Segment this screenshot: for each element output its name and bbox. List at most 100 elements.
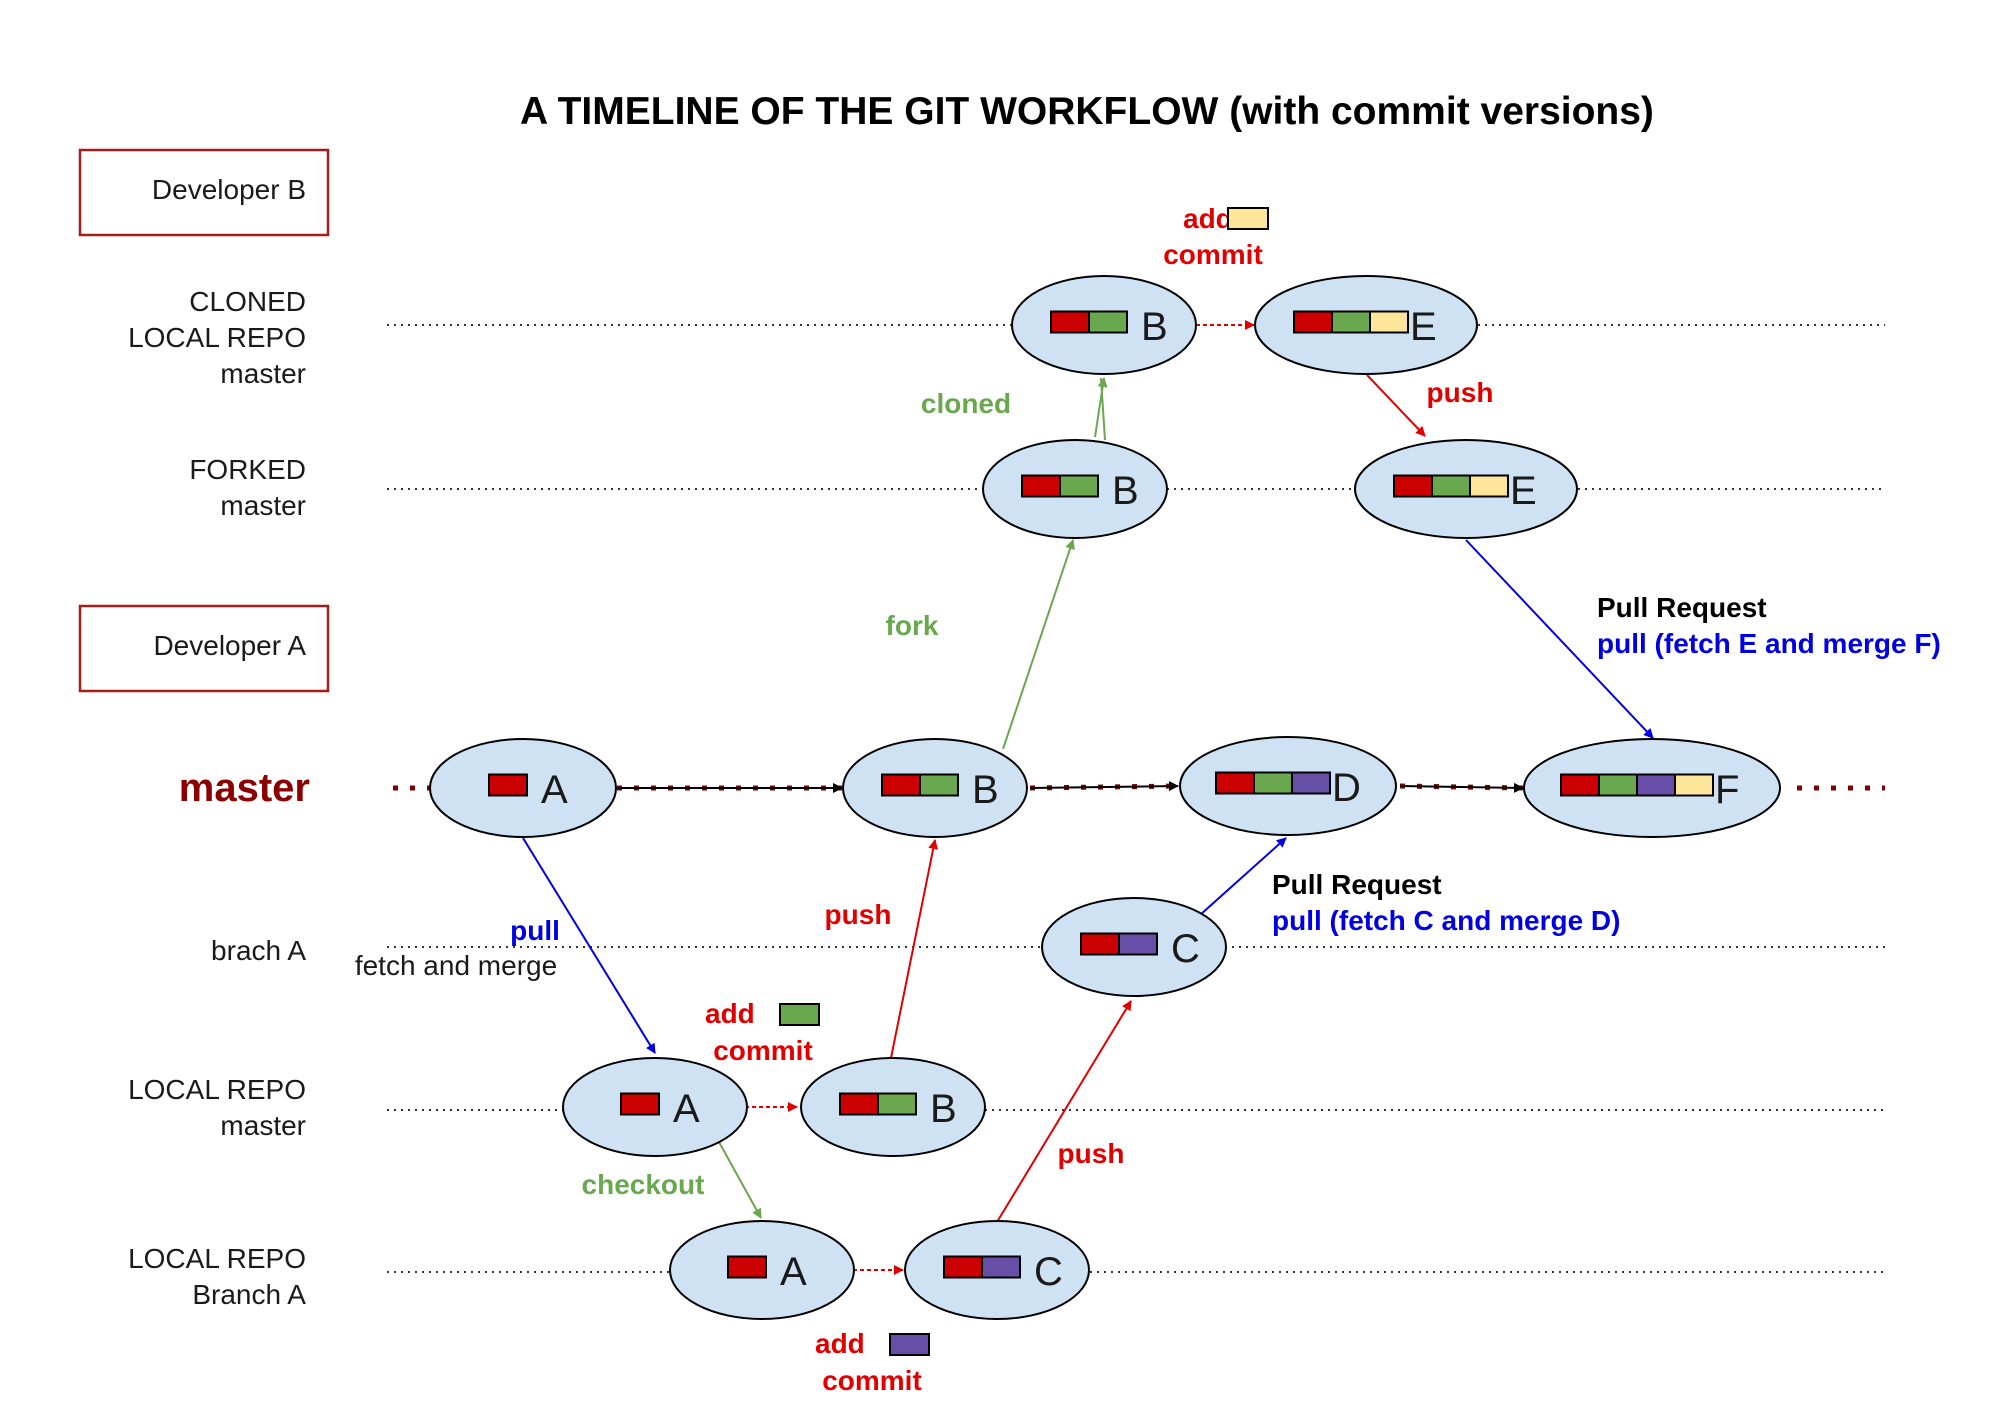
developer-a-box: [78, 604, 330, 693]
commit-block-purple: [1118, 932, 1158, 956]
row-label-cloned: CLONED: [189, 286, 306, 317]
commit-node-letter: A: [541, 768, 568, 812]
label-pull-request-mid: Pull Request: [1272, 869, 1442, 900]
commit-block-red: [1080, 932, 1120, 956]
pull-arrow-top: [1465, 539, 1654, 739]
commit-node-local-a: A: [562, 1057, 748, 1157]
row-label-local-branch-a: Branch A: [192, 1279, 306, 1310]
label-fork: fork: [886, 610, 939, 641]
master-arrow-bd: [1029, 781, 1179, 792]
commit-node-letter: F: [1715, 768, 1739, 812]
label-cloned: cloned: [921, 388, 1011, 419]
master-arrow-df: [1399, 782, 1524, 793]
pull-arrow-left: [522, 837, 656, 1054]
commit-block-green: [1059, 474, 1099, 498]
developer-b-label: Developer B: [152, 174, 306, 205]
row-label-forked-master: master: [220, 490, 306, 521]
commit-block-green: [877, 1092, 917, 1116]
developer-a-label: Developer A: [153, 630, 306, 661]
label-add-bottom: add: [815, 1328, 865, 1359]
commit-node-letter: B: [972, 768, 999, 812]
yellow-commit-swatch: [1227, 207, 1269, 230]
green-commit-swatch: [779, 1003, 820, 1026]
label-pull-top: pull (fetch E and merge F): [1597, 628, 1941, 659]
commit-node-local-b: B: [800, 1057, 986, 1157]
commit-node-forked-e: E: [1354, 439, 1578, 539]
push-arrow-bottom: [996, 1000, 1132, 1223]
commit-block-red: [881, 773, 921, 797]
developer-b-box: [78, 148, 330, 237]
pull-arrow-mid: [1199, 837, 1287, 916]
label-add-mid: add: [705, 998, 755, 1029]
commit-node-forked-b: B: [982, 439, 1168, 539]
row-label-cloned-local: LOCAL REPO: [128, 322, 306, 353]
label-push-top: push: [1427, 377, 1494, 408]
label-push-mid: push: [825, 899, 892, 930]
master-segments: [617, 781, 1524, 793]
page-title: A TIMELINE OF THE GIT WORKFLOW (with com…: [520, 90, 1654, 133]
commit-node-letter: D: [1332, 766, 1361, 810]
label-checkout: checkout: [582, 1169, 705, 1200]
commit-node-localb-a: A: [669, 1220, 855, 1320]
commit-block-red: [727, 1255, 767, 1279]
commit-node-localb-c: C: [904, 1220, 1090, 1320]
commit-block-red: [1560, 773, 1600, 797]
commit-node-letter: B: [930, 1087, 957, 1131]
commit-node-letter: E: [1510, 469, 1537, 513]
commit-node-cloned-e: E: [1254, 275, 1478, 375]
commit-node-letter: A: [780, 1250, 807, 1294]
commit-node-letter: C: [1034, 1250, 1063, 1294]
commit-block-yellow: [1469, 474, 1509, 498]
commit-node-letter: B: [1112, 469, 1139, 513]
label-fetch-merge: fetch and merge: [355, 950, 557, 981]
commit-block-red: [1050, 310, 1090, 334]
commit-node-cloned-b: B: [1011, 275, 1197, 375]
commit-node-letter: B: [1141, 305, 1168, 349]
commit-block-yellow: [1674, 773, 1714, 797]
row-label-cloned-master: master: [220, 358, 306, 389]
commit-node-letter: E: [1410, 305, 1437, 349]
label-push-bottom: push: [1058, 1138, 1125, 1169]
commit-block-red: [1293, 310, 1333, 334]
commit-block-green: [1253, 771, 1293, 795]
commit-block-green: [1431, 474, 1471, 498]
commit-block-purple: [1291, 771, 1331, 795]
purple-commit-swatch: [889, 1333, 930, 1356]
commit-block-green: [1331, 310, 1371, 334]
fork-arrow: [1002, 539, 1075, 750]
commit-node-master-b: B: [842, 738, 1028, 838]
commit-block-red: [1393, 474, 1433, 498]
label-commit-bottom: commit: [822, 1365, 922, 1396]
commit-node-master-a: A: [429, 738, 617, 838]
commit-block-red: [943, 1255, 983, 1279]
commit-block-purple: [981, 1255, 1021, 1279]
row-label-local-repo: LOCAL REPO: [128, 1074, 306, 1105]
commit-block-green: [1598, 773, 1638, 797]
row-label-master: master: [179, 766, 310, 810]
commit-block-red: [488, 773, 528, 797]
commit-block-red: [1215, 771, 1255, 795]
push-arrow-top: [1366, 374, 1426, 437]
commit-block-red: [620, 1092, 660, 1116]
commit-block-yellow: [1369, 310, 1409, 334]
commit-block-purple: [1636, 773, 1676, 797]
commit-node-letter: C: [1171, 927, 1200, 971]
row-label-branch-a: brach A: [211, 935, 306, 966]
checkout-arrow: [718, 1141, 762, 1219]
label-pull-mid: pull (fetch C and merge D): [1272, 905, 1620, 936]
commit-node-master-f: F: [1523, 738, 1781, 838]
row-label-forked: FORKED: [189, 454, 306, 485]
commit-node-brancha-c: C: [1041, 897, 1227, 997]
label-pull-request-top: Pull Request: [1597, 592, 1767, 623]
push-arrow-mid: [890, 839, 939, 1059]
arrows: [522, 320, 1654, 1275]
label-pull-left: pull: [510, 915, 560, 946]
commit-block-green: [1088, 310, 1128, 334]
commit-block-green: [919, 773, 959, 797]
commit-node-master-d: D: [1179, 736, 1397, 836]
commit-block-red: [1021, 474, 1061, 498]
row-label-local-repo-b: LOCAL REPO: [128, 1243, 306, 1274]
commit-node-letter: A: [673, 1087, 700, 1131]
timelines: [387, 324, 1885, 1273]
